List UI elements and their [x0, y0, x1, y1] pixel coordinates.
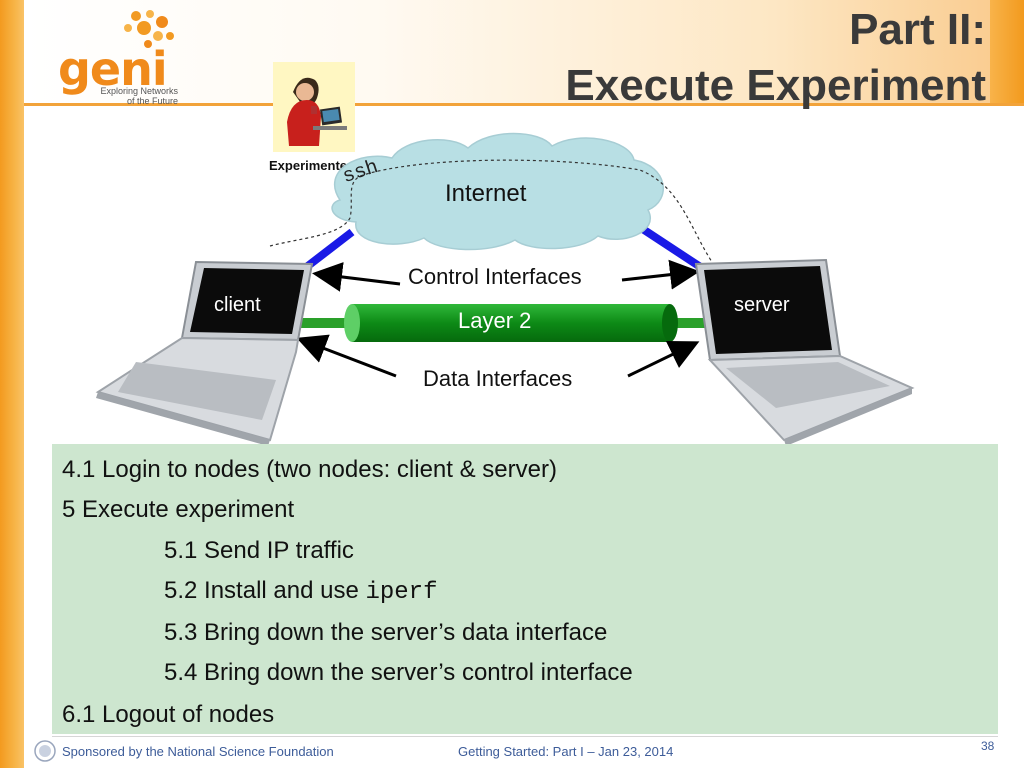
network-diagram [95, 132, 915, 444]
server-data-link [668, 318, 712, 328]
control-interfaces-label: Control Interfaces [408, 264, 582, 289]
task-item: 5.2 Install and use iperf [164, 577, 438, 606]
task-item: 5.1 Send IP traffic [164, 537, 354, 564]
left-accent-bar [0, 0, 24, 768]
layer2-link [344, 304, 678, 342]
event-text: Getting Started: Part I – Jan 23, 2014 [458, 744, 674, 759]
internet-label: Internet [445, 180, 527, 207]
data-arrow-left [296, 334, 397, 378]
nsf-seal-icon [34, 740, 56, 762]
client-label: client [214, 294, 261, 316]
client-data-link [300, 318, 352, 328]
task-item: 5.3 Bring down the server’s data interfa… [164, 619, 608, 646]
task-list-panel: 4.1 Login to nodes (two nodes: client & … [52, 444, 998, 734]
geni-logo-tagline: Exploring Networks of the Future [88, 86, 178, 106]
server-label: server [734, 294, 790, 316]
title-line-1: Part II: [849, 5, 986, 54]
page-number: 38 [981, 739, 995, 753]
task-item: 5 Execute experiment [62, 496, 295, 523]
server-laptop-icon [694, 258, 915, 444]
footer-sponsor: Sponsored by the National Science Founda… [34, 740, 334, 762]
task-item: 6.1 Logout of nodes [62, 701, 275, 728]
geni-logo-dots-icon [124, 10, 174, 48]
slide-title: Part II: Execute Experiment [426, 2, 986, 114]
iperf-code: iperf [365, 579, 438, 606]
footer-rule [52, 736, 998, 737]
experimenter-avatar [273, 62, 355, 152]
tagline-line-2: of the Future [126, 96, 178, 106]
header-band [24, 0, 1024, 104]
task-item: 4.1 Login to nodes (two nodes: client & … [62, 456, 557, 483]
header-edge [990, 0, 1024, 104]
data-interfaces-label: Data Interfaces [423, 366, 573, 391]
control-arrow-right [621, 259, 700, 290]
geni-logo-word: geni [58, 42, 168, 96]
task-item: 5.4 Bring down the server’s control inte… [164, 659, 633, 686]
geni-logo: geni Exploring Networks of the Future [52, 6, 182, 106]
sponsor-text: Sponsored by the National Science Founda… [62, 743, 334, 759]
internet-cloud [331, 132, 664, 251]
tagline-line-1: Exploring Networks [100, 86, 178, 96]
experimenter-label: Experimenter [269, 158, 353, 173]
ssh-dashed-path [269, 159, 713, 263]
title-line-2: Execute Experiment [565, 61, 986, 110]
layer2-label: Layer 2 [458, 308, 532, 333]
header-rule [24, 103, 1024, 106]
experimenter-person-icon [273, 62, 355, 152]
control-arrow-left [312, 262, 401, 292]
data-arrow-right [627, 340, 700, 378]
client-laptop-icon [95, 260, 314, 444]
